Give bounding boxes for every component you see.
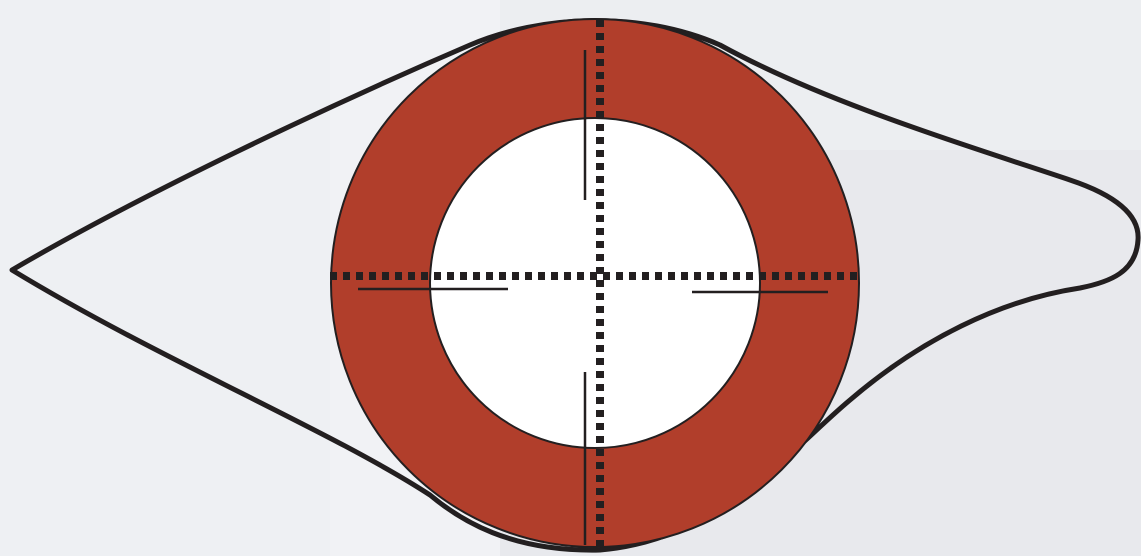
inner-disc <box>430 118 760 448</box>
